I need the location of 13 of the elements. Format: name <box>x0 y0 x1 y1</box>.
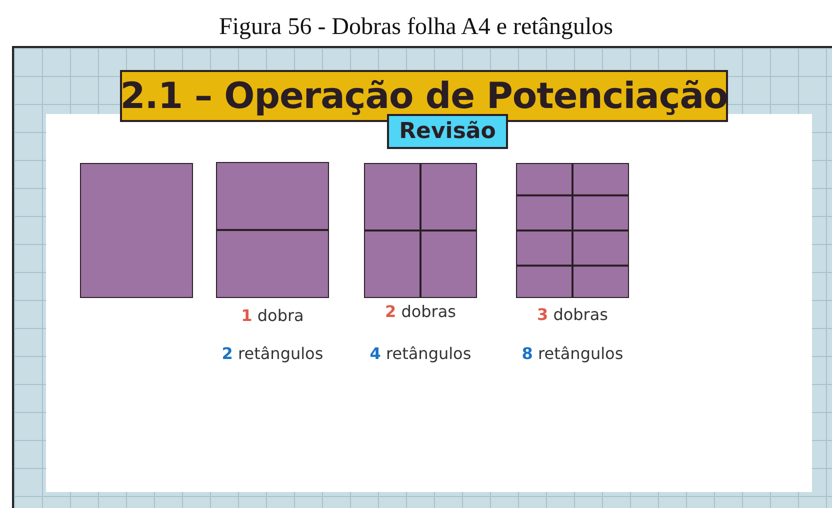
section-tag: Revisão <box>387 114 508 149</box>
paper-sheet <box>80 163 193 298</box>
rectangle-count-label: 8 retângulos <box>520 344 624 363</box>
paper-sheet <box>364 163 477 298</box>
heading-banner: 2.1 – Operação de Potenciação <box>120 70 728 122</box>
fold-count-label: 3 dobras <box>536 305 610 324</box>
fold-count-label: 2 dobras <box>384 302 458 321</box>
figure-title: Figura 56 - Dobras folha A4 e retângulos <box>218 14 614 41</box>
paper-sheet <box>516 163 629 298</box>
fold-count-label: 1 dobra <box>240 306 305 325</box>
rectangle-count-label: 4 retângulos <box>368 344 472 363</box>
rectangle-count-label: 2 retângulos <box>220 344 324 363</box>
paper-sheet <box>216 162 329 298</box>
